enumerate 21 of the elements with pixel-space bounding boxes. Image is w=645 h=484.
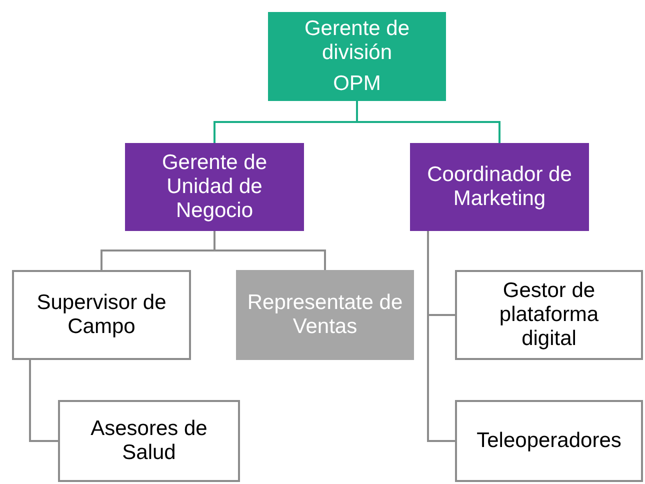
- role-box: [12, 270, 191, 360]
- role-title: OPM: [333, 72, 381, 96]
- role-title: Gerente de división: [303, 17, 411, 66]
- manager-box: [268, 12, 446, 101]
- connector-line: [356, 101, 500, 143]
- role-box: [236, 270, 414, 360]
- manager-box: [125, 143, 304, 231]
- connector-line: [427, 231, 455, 442]
- role-title: Asesores de Salud: [90, 416, 208, 466]
- role-title: Gerente de Unidad de Negocio: [160, 150, 268, 224]
- manager-box: [410, 143, 589, 231]
- role-title: Gestor de plataforma digital: [498, 278, 600, 352]
- role-box: [455, 270, 643, 360]
- role-box: [58, 400, 240, 482]
- role-title: Coordinador de Marketing: [426, 162, 573, 212]
- role-title: Supervisor de Campo: [36, 290, 168, 340]
- connector-line: [29, 360, 58, 442]
- role-box: [455, 400, 643, 482]
- connector-line: [214, 231, 326, 270]
- role-title: Teleoperadores: [476, 428, 622, 454]
- role-title: Representate de Ventas: [246, 290, 404, 340]
